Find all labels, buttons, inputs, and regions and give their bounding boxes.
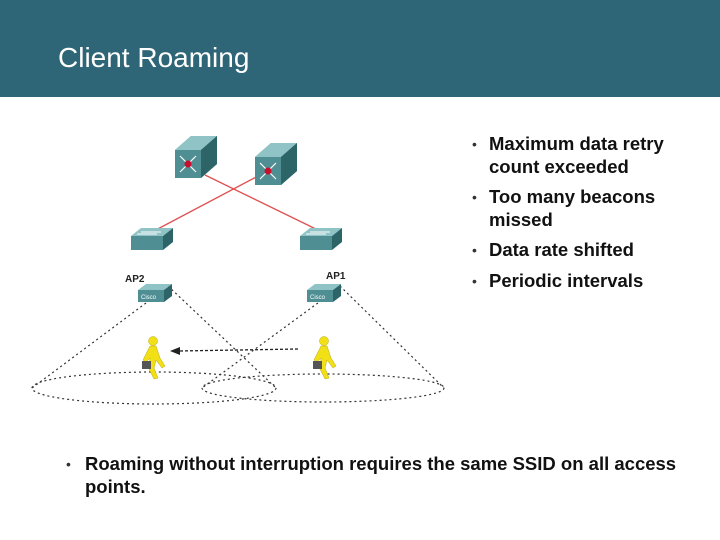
list-item: Too many beacons missed <box>470 186 710 231</box>
uplink-lines <box>151 174 323 233</box>
list-item: Maximum data retry count exceeded <box>470 133 710 178</box>
list-item: Data rate shifted <box>470 239 710 262</box>
ap-label: AP2 <box>125 274 145 285</box>
multilayer-switch-icon <box>255 143 297 185</box>
device-label: Cisco <box>141 295 157 301</box>
workgroup-switch-icon <box>300 228 342 250</box>
roaming-triggers-list: Maximum data retry count exceeded Too ma… <box>470 133 710 300</box>
slide-header: Client Roaming <box>0 0 720 97</box>
ssid-note: Roaming without interruption requires th… <box>66 453 685 498</box>
workgroup-switch-icon <box>131 228 173 250</box>
slide-title: Client Roaming <box>58 42 250 73</box>
access-point-icon: Cisco <box>138 284 172 302</box>
roaming-diagram: AP2 AP1 Cisco Cisco <box>31 136 445 405</box>
walking-user-icon <box>142 336 166 380</box>
access-point-icon: Cisco <box>307 284 341 302</box>
list-item: Periodic intervals <box>470 270 710 293</box>
multilayer-switch-icon <box>175 136 217 178</box>
walking-user-icon <box>313 336 337 380</box>
ap-label: AP1 <box>326 271 346 282</box>
arrow-left-icon <box>170 347 299 355</box>
device-label: Cisco <box>310 295 326 301</box>
